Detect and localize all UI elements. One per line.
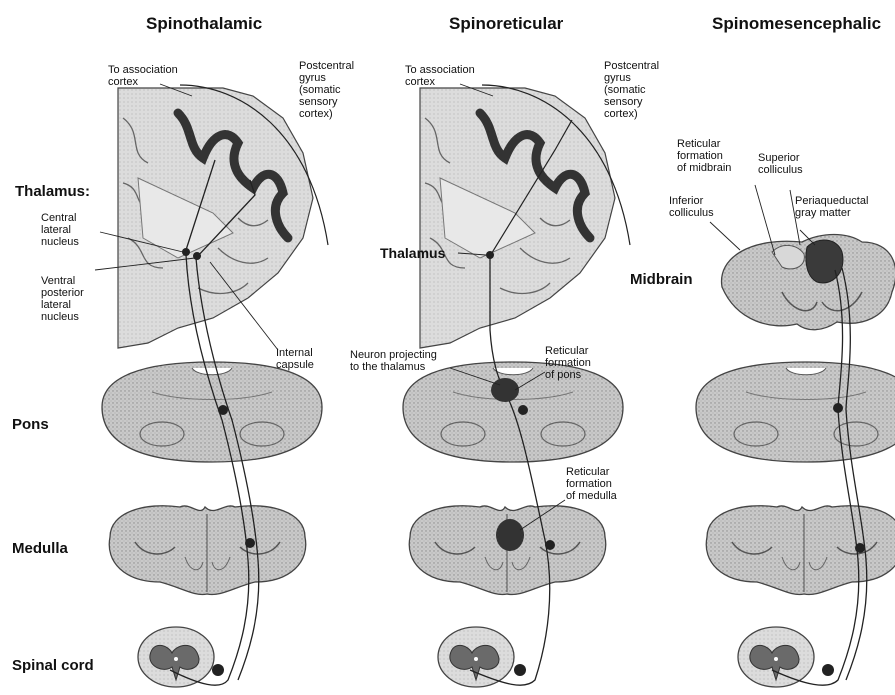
spinothalamic-tract-2 xyxy=(196,258,259,680)
label-reticular-formation-pons: Reticular formation of pons xyxy=(545,345,591,381)
heading-spinoreticular: Spinoreticular xyxy=(449,14,563,34)
level-medulla: Medulla xyxy=(12,540,68,557)
label-reticular-formation-medulla: Reticular formation of medulla xyxy=(566,466,617,502)
heading-spinothalamic: Spinothalamic xyxy=(146,14,262,34)
midbrain-section xyxy=(722,235,895,330)
spinoreticular-brain-section xyxy=(420,88,615,348)
label-to-association-cortex-1: To association cortex xyxy=(108,64,178,88)
heading-spinomesencephalic: Spinomesencephalic xyxy=(712,14,881,34)
label-central-lateral-nucleus: Central lateral nucleus xyxy=(41,212,79,248)
level-thalamus: Thalamus: xyxy=(15,183,90,200)
pons-neuron-1 xyxy=(218,405,228,415)
medulla-section-1 xyxy=(109,506,306,595)
label-inferior-colliculus: Inferior colliculus xyxy=(669,195,714,219)
level-spinal-cord: Spinal cord xyxy=(12,657,94,674)
label-periaqueductal-gray-matter: Periaqueductal gray matter xyxy=(795,195,868,219)
spinal-cord-section-3 xyxy=(738,627,814,687)
label-to-association-cortex-2: To association cortex xyxy=(405,64,475,88)
level-pons: Pons xyxy=(12,416,49,433)
label-ventral-posterior-lateral-nucleus: Ventral posterior lateral nucleus xyxy=(41,275,84,323)
pons-section-3 xyxy=(696,362,895,462)
spinothalamic-brain-section xyxy=(118,88,313,348)
reticular-medulla-blob xyxy=(496,519,524,551)
label-superior-colliculus: Superior colliculus xyxy=(758,152,803,176)
ventral-posterior-nucleus-dot xyxy=(193,252,201,260)
label-neuron-projecting: Neuron projecting to the thalamus xyxy=(350,349,437,373)
reticular-pons-blob xyxy=(491,378,519,402)
central-lateral-nucleus-dot xyxy=(182,248,190,256)
label-postcentral-gyrus-2: Postcentral gyrus (somatic sensory corte… xyxy=(604,60,659,120)
medulla-neuron-1 xyxy=(245,538,255,548)
spinal-cord-section-2 xyxy=(438,627,514,687)
cord-neuron-1 xyxy=(212,664,224,676)
level-midbrain: Midbrain xyxy=(630,271,693,288)
spinomesencephalic-tract-1 xyxy=(772,270,859,685)
pons-section-1 xyxy=(102,362,322,462)
label-reticular-formation-midbrain: Reticular formation of midbrain xyxy=(677,138,731,174)
label-postcentral-gyrus-1: Postcentral gyrus (somatic sensory corte… xyxy=(299,60,354,120)
label-thalamus-2: Thalamus xyxy=(380,245,445,261)
spinal-cord-section-1 xyxy=(138,627,214,687)
label-internal-capsule: Internal capsule xyxy=(276,347,314,371)
